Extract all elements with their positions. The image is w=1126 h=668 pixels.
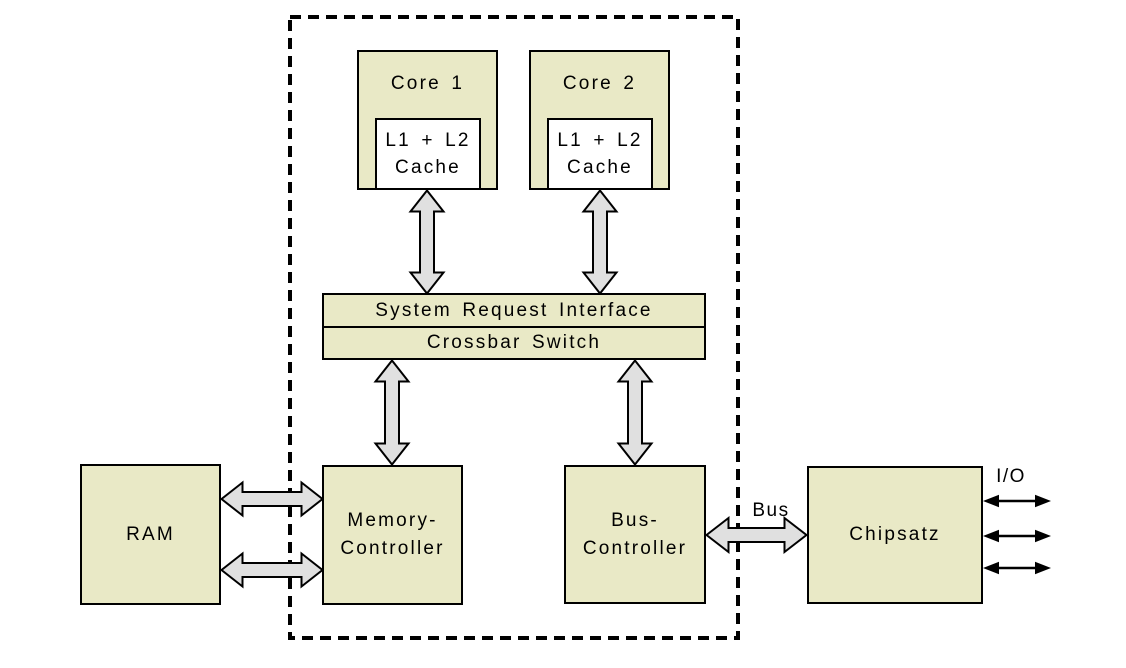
- busctrl-line2: Controller: [582, 537, 688, 559]
- node-ram: RAM: [80, 464, 221, 605]
- memctrl-line1: Memory-: [347, 510, 438, 531]
- core2-label: Core 2: [562, 73, 637, 94]
- node-crossbar-switch: Crossbar Switch: [322, 326, 706, 360]
- arrow-core2-to-sri: [581, 188, 619, 296]
- node-bus-controller: Bus- Controller: [564, 465, 706, 604]
- node-core2-cache: L1 + L2 Cache: [547, 118, 653, 190]
- io-arrow-3: [983, 561, 1051, 575]
- cache2-line2: Cache: [567, 157, 633, 178]
- arrow-core1-to-sri: [408, 188, 446, 296]
- chipset-label: Chipsatz: [849, 524, 941, 545]
- cache1-line2: Cache: [395, 157, 461, 178]
- node-system-request-interface: System Request Interface: [322, 293, 706, 328]
- arrow-crossbar-to-bus-controller: [616, 358, 654, 467]
- io-label: I/O: [996, 466, 1026, 487]
- arrow-bus-controller-to-chipset: [704, 515, 809, 555]
- busctrl-line1: Bus-: [611, 509, 659, 531]
- sri-label: System Request Interface: [375, 299, 653, 321]
- io-arrow-2: [983, 529, 1051, 543]
- core1-label: Core 1: [390, 73, 465, 94]
- crossbar-label: Crossbar Switch: [426, 332, 602, 353]
- cache2-line1: L1 + L2: [557, 130, 643, 151]
- memctrl-line2: Controller: [340, 538, 445, 559]
- node-memory-controller: Memory- Controller: [322, 465, 463, 605]
- arrow-ram-memctrl-upper: [219, 480, 325, 518]
- arrow-crossbar-to-memory-controller: [373, 358, 411, 467]
- bus-label: Bus: [752, 500, 790, 521]
- node-core1-cache: L1 + L2 Cache: [375, 118, 481, 190]
- arrow-ram-memctrl-lower: [219, 551, 325, 589]
- io-arrow-1: [983, 494, 1051, 508]
- cache1-line1: L1 + L2: [385, 130, 471, 151]
- node-chipset: Chipsatz: [807, 466, 983, 604]
- ram-label: RAM: [126, 523, 175, 545]
